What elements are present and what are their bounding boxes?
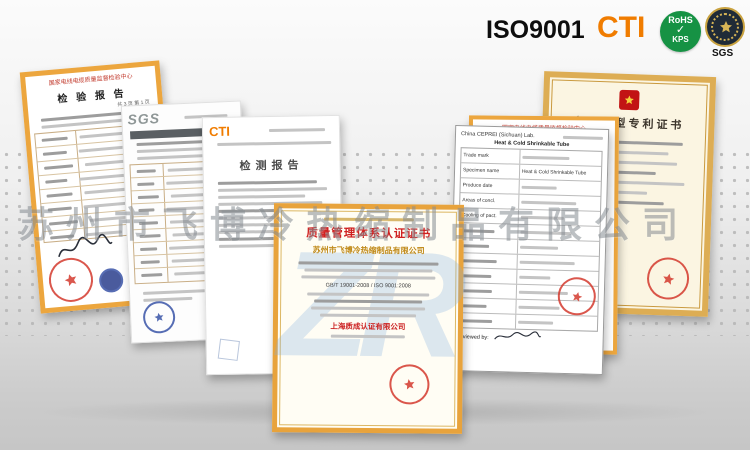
star-icon [662,273,674,285]
red-seal-stamp [386,361,433,408]
cti-logo: CTI [597,11,646,44]
text-line [269,128,326,133]
cert-c-title: 检测报告 [239,159,304,173]
text-line [143,296,192,302]
text-line [320,313,416,318]
iso9001-label: ISO9001 [486,16,585,44]
red-seal-stamp [43,251,99,308]
text-line [217,180,318,185]
cert-d-issuer: 上海质成认证有限公司 [330,321,406,332]
signature-handwriting [58,233,113,258]
rohs-badge-icon: RoHS ✓ KPS [660,11,701,52]
text-line [301,275,436,280]
form-label: Trade mark [461,148,521,164]
text-line [217,140,332,146]
text-line [307,292,429,297]
cert-d-title: 质量管理体系认证证书 [306,227,432,241]
form-label: Areas of concl. [460,193,520,209]
star-icon [64,274,77,287]
cert-test-form: China CEPREI (Sichuan) Lab. Heat & Cold … [448,125,610,375]
square-stamp [217,338,240,361]
cert-patent: 实用新型专利证书 [535,71,717,317]
national-emblem-icon [618,89,640,111]
text-line [563,135,603,140]
star-icon [572,291,582,302]
cert-d-company: 苏州市飞博冷热缩制品有限公司 [312,245,425,256]
cert-sgs-report: SGS [120,100,252,344]
sgs-label: SGS [712,48,734,59]
text-line [323,217,414,222]
text-line [304,268,433,273]
star-icon [624,95,634,105]
text-line [218,194,305,199]
red-seal-stamp [643,253,693,304]
form-label: Produce date [460,178,520,194]
laurel-wreath-icon [711,13,739,41]
cti-logo-text: CTI [208,123,231,140]
form-value: Heat & Cold Shrinkable Tube [521,168,587,177]
text-line [298,261,439,266]
sgs-badge-icon [705,7,745,47]
rohs-sub: KPS [672,35,689,44]
cert-d-standard: GB/T 19001-2008 / ISO 9001:2008 [325,282,411,290]
cert-quality-management: ZR 质量管理体系认证证书 苏州市飞博冷热缩制品有限公司 GB/T 19001-… [272,203,464,434]
cert-e-lab: China CEPREI (Sichuan) Lab. [460,131,535,140]
rohs-title: RoHS [668,15,693,25]
text-line [314,299,423,304]
sgs-logo-text: SGS [127,110,161,128]
text-line [330,334,405,339]
text-line [218,187,328,192]
form-label: Cooling of pact. [459,208,519,224]
text-line [310,306,426,311]
star-icon [404,379,415,390]
red-seal-stamp [553,273,600,320]
star-icon [720,21,732,33]
star-icon [154,312,164,322]
cert-inspection-report-left: 国家电线电缆质量监督检验中心 检 验 报 告 共 3 页 第 1 页 [19,60,181,314]
blue-round-stamp [140,298,178,336]
signature-handwriting [494,331,542,340]
form-label: Specimen name [460,163,521,179]
rohs-check-icon: ✓ [675,24,686,36]
text-line [143,289,208,295]
blue-emblem-stamp [98,267,125,294]
